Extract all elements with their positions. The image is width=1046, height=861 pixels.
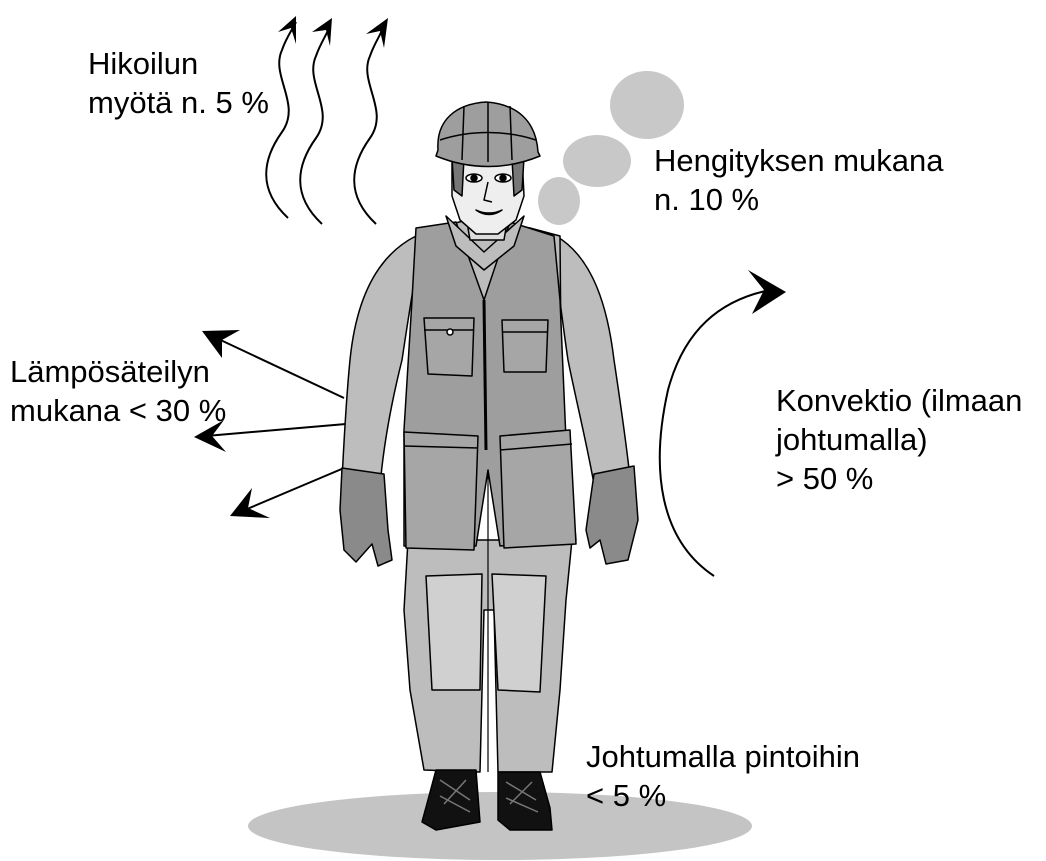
- sweat-label-line2: myötä n. 5 %: [88, 83, 269, 122]
- convection-arrowhead: [748, 270, 786, 314]
- breath-label: Hengityksen mukana n. 10 %: [654, 141, 944, 219]
- sweat-wave-2: [300, 26, 330, 224]
- breath-cloud-medium: [563, 135, 631, 187]
- sweat-label: Hikoilun myötä n. 5 %: [88, 44, 269, 122]
- sweat-wave-3: [354, 26, 384, 224]
- breath-cloud-large: [610, 71, 684, 139]
- knee-patch-left: [426, 574, 482, 690]
- convection-label-line1: Konvektio (ilmaan: [776, 381, 1022, 420]
- conduction-label: Johtumalla pintoihin < 5 %: [586, 737, 860, 815]
- sweat-label-line1: Hikoilun: [88, 44, 269, 83]
- breath-label-line1: Hengityksen mukana: [654, 141, 944, 180]
- knee-patch-right: [492, 574, 546, 692]
- conduction-label-line1: Johtumalla pintoihin: [586, 737, 860, 776]
- boot-left: [422, 770, 480, 830]
- hip-pocket-left: [404, 432, 478, 550]
- sweat-arrowheads: [278, 16, 388, 48]
- convection-label-line2: johtumalla): [776, 420, 1022, 459]
- sweat-wave-1: [266, 22, 296, 218]
- radiation-label-line1: Lämpösäteilyn: [10, 352, 226, 391]
- radiation-label: Lämpösäteilyn mukana < 30 %: [10, 352, 226, 430]
- sweat-arrowhead-3: [366, 18, 388, 48]
- worker-figure: [340, 102, 638, 830]
- breath-cloud-small: [538, 177, 580, 225]
- convection-arrow: [660, 270, 786, 576]
- glove-left: [340, 468, 392, 566]
- convection-label-line3: > 50 %: [776, 459, 1022, 498]
- chest-pocket-left: [424, 318, 474, 376]
- hip-pocket-right: [500, 430, 576, 548]
- sweat-arrows: [266, 22, 384, 224]
- breath-label-line2: n. 10 %: [654, 180, 944, 219]
- convection-label: Konvektio (ilmaan johtumalla) > 50 %: [776, 381, 1022, 498]
- radiation-arrowhead-3: [230, 488, 270, 518]
- chest-pocket-right: [502, 320, 548, 372]
- conduction-label-line2: < 5 %: [586, 776, 860, 815]
- glove-right: [586, 466, 638, 564]
- boot-right: [498, 772, 552, 830]
- radiation-label-line2: mukana < 30 %: [10, 391, 226, 430]
